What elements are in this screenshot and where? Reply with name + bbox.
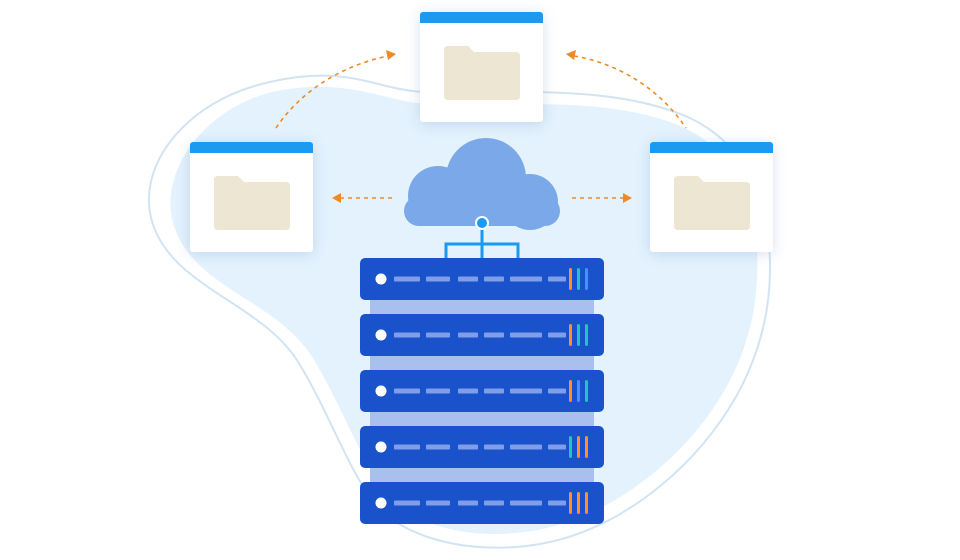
- server-drive-slot: [426, 500, 450, 506]
- server-unit-body: [360, 482, 604, 524]
- server-unit-body: [360, 426, 604, 468]
- server-status-indicator: [577, 268, 580, 290]
- connector-node: [475, 216, 489, 230]
- server-power-led: [375, 441, 387, 453]
- server-status-indicator: [569, 324, 572, 346]
- server-status-indicator: [577, 380, 580, 402]
- server-drive-slot: [394, 500, 420, 506]
- server-drive-slot: [484, 500, 504, 506]
- server-drive-slot: [510, 332, 542, 338]
- server-unit-body: [360, 258, 604, 300]
- server-drive-slot: [394, 388, 420, 394]
- arrow-top-to-right: [573, 55, 687, 129]
- server-drive-slot: [458, 444, 478, 450]
- folder-icon: [214, 176, 290, 230]
- server-drive-slot: [510, 500, 542, 506]
- server-drive-slot: [426, 276, 450, 282]
- server-drive-slot: [484, 444, 504, 450]
- arrowhead-right: [623, 193, 632, 203]
- server-drive-slot: [394, 444, 420, 450]
- server-drive-slot: [548, 332, 566, 338]
- server-unit-body: [360, 314, 604, 356]
- server-status-indicator: [569, 492, 572, 514]
- server-drive-slot: [426, 332, 450, 338]
- top-file-window: [420, 12, 543, 122]
- right-file-window: [650, 142, 773, 252]
- arrowhead-top-right: [566, 50, 576, 60]
- server-drive-slot: [510, 444, 542, 450]
- arrowhead-left: [332, 193, 341, 203]
- server-drive-slot: [458, 276, 478, 282]
- server-status-indicator: [577, 324, 580, 346]
- folder-icon: [444, 46, 520, 100]
- server-power-led: [375, 329, 387, 341]
- server-drive-slot: [510, 388, 542, 394]
- window-titlebar: [650, 142, 773, 153]
- server-drive-slot: [548, 500, 566, 506]
- server-status-indicator: [569, 436, 572, 458]
- server-status-indicator: [577, 436, 580, 458]
- cloud-icon: [404, 138, 560, 230]
- server-drive-slot: [394, 276, 420, 282]
- server-status-indicator: [577, 492, 580, 514]
- server-drive-slot: [394, 332, 420, 338]
- server-drive-slot: [458, 500, 478, 506]
- server-status-indicator: [585, 436, 588, 458]
- server-rack-icon: [360, 258, 604, 524]
- left-file-window: [190, 142, 313, 252]
- server-drive-slot: [548, 388, 566, 394]
- server-drive-slot: [484, 332, 504, 338]
- server-drive-slot: [548, 276, 566, 282]
- server-unit: [360, 314, 604, 356]
- server-unit: [360, 482, 604, 524]
- server-status-indicator: [585, 324, 588, 346]
- server-drive-slot: [484, 276, 504, 282]
- server-status-indicator: [585, 492, 588, 514]
- arrowheads: [332, 50, 632, 203]
- arrow-left-to-top: [275, 55, 389, 129]
- server-drive-slot: [426, 444, 450, 450]
- server-drive-slot: [484, 388, 504, 394]
- server-power-led: [375, 273, 387, 285]
- server-drive-slot: [510, 276, 542, 282]
- server-status-indicator: [585, 380, 588, 402]
- server-drive-slot: [548, 444, 566, 450]
- server-unit: [360, 426, 604, 468]
- window-titlebar: [420, 12, 543, 23]
- transfer-arrows: [275, 55, 687, 199]
- server-drive-slot: [458, 388, 478, 394]
- folder-icon: [674, 176, 750, 230]
- server-drive-slot: [458, 332, 478, 338]
- server-unit: [360, 370, 604, 412]
- server-power-led: [375, 497, 387, 509]
- server-power-led: [375, 385, 387, 397]
- server-status-indicator: [585, 268, 588, 290]
- server-unit: [360, 258, 604, 300]
- server-unit-body: [360, 370, 604, 412]
- server-drive-slot: [426, 388, 450, 394]
- server-status-indicator: [569, 268, 572, 290]
- server-status-indicator: [569, 380, 572, 402]
- arrowhead-top-left: [386, 50, 396, 60]
- window-titlebar: [190, 142, 313, 153]
